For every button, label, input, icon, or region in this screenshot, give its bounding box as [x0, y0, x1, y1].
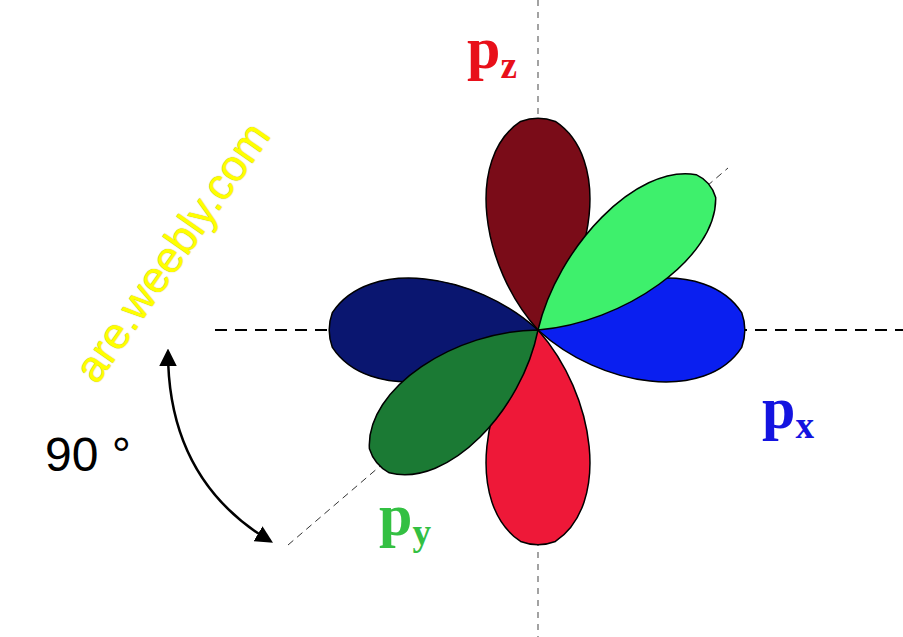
py-lobe-positive	[509, 150, 738, 364]
angle-label: 90 °	[45, 431, 131, 479]
py-lobe-negative	[347, 294, 567, 499]
watermark: are.weebly.com	[67, 115, 278, 390]
orbital-label: py	[379, 485, 431, 545]
orbital-label: px	[762, 378, 814, 438]
angle-arrow	[168, 352, 270, 541]
orbital-label: pz	[467, 18, 517, 78]
